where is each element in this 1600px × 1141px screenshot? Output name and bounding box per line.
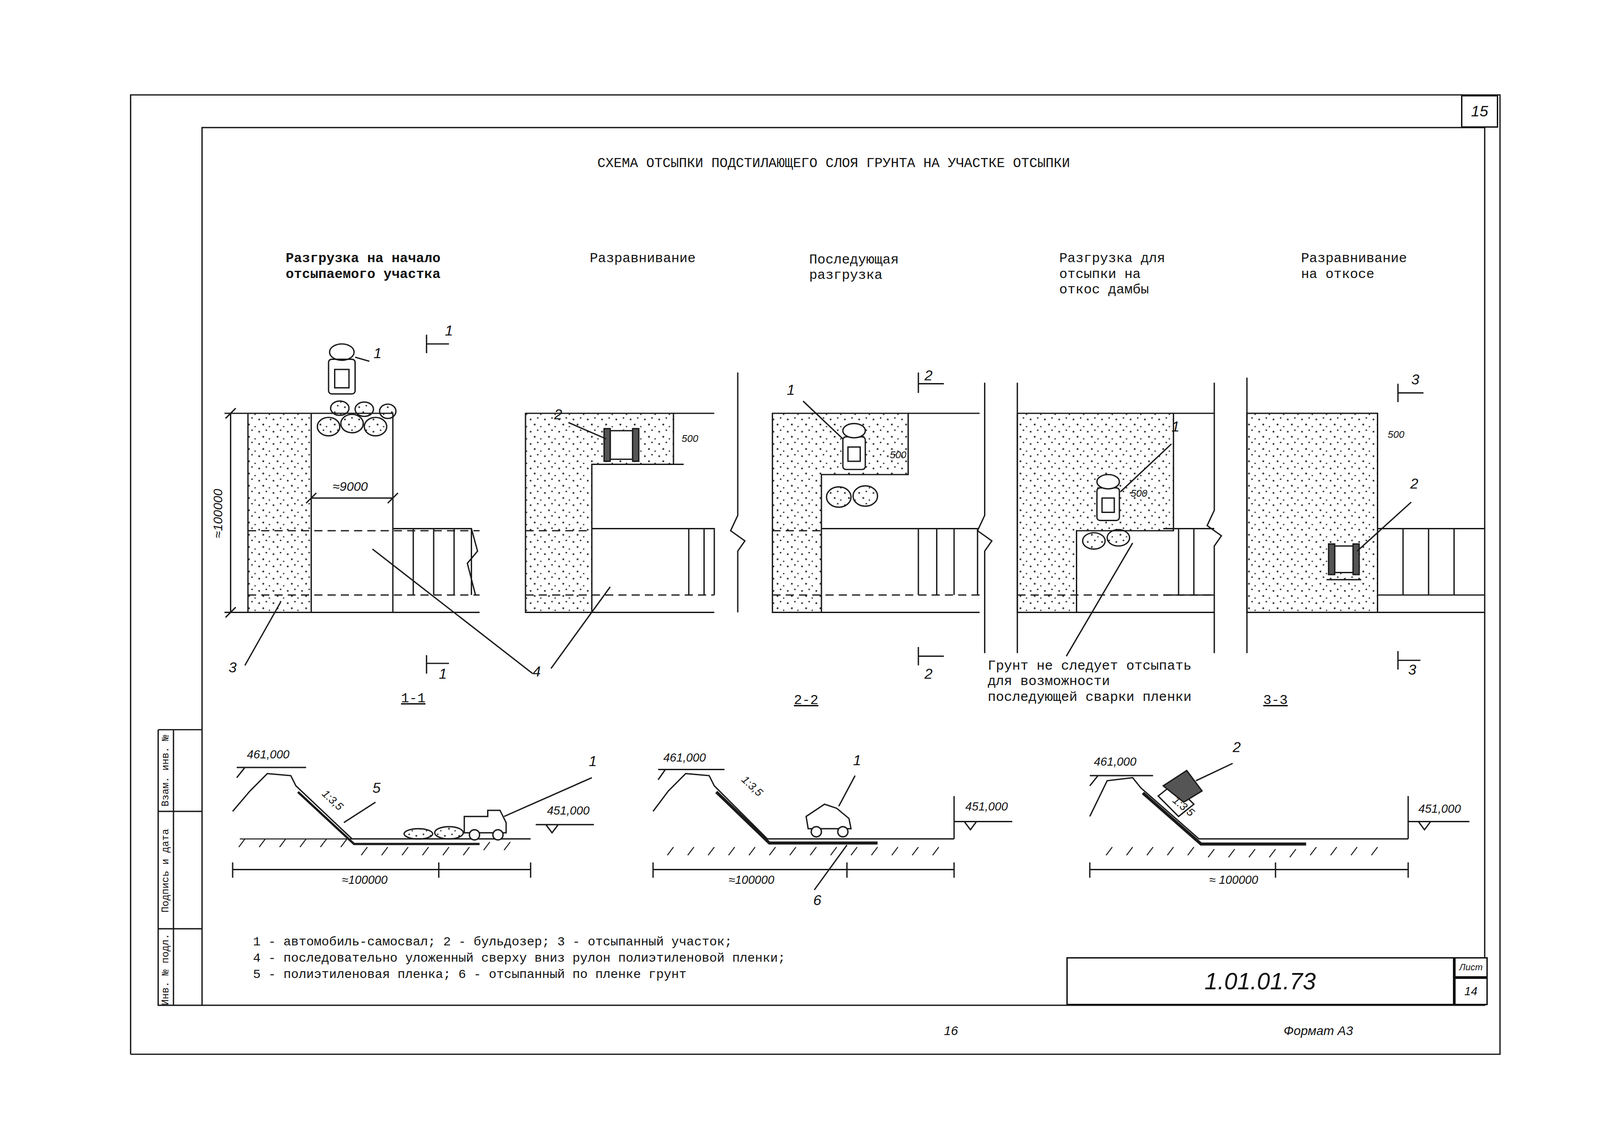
section-mark: 2 [924, 367, 933, 384]
callout-number: 1 [786, 381, 795, 399]
callout-number: 1 [373, 344, 382, 362]
step-heading: Разравнивание на откосе [1300, 250, 1416, 282]
strip-label: Подпись и дата [160, 828, 172, 913]
stamp-text: 1.01.01.73 [1204, 967, 1316, 995]
section-mark: 1 [444, 322, 454, 340]
elevation: 461,000 [247, 747, 290, 762]
section-mark: 3 [1411, 371, 1420, 388]
callout-number: 4 [532, 663, 541, 680]
dimension: ≈100000 [341, 873, 388, 887]
section-title: 2-2 [793, 692, 819, 709]
drawing-code-box: 1.01.01.73 [1066, 956, 1455, 1005]
stamp-text: 14 [1464, 983, 1478, 999]
elevation: 461,000 [1093, 754, 1137, 769]
sheet-label-cell: Лист [1454, 956, 1488, 978]
callout-number: 2 [1410, 475, 1419, 492]
dimension: 500 [1130, 487, 1148, 499]
callout-number: 1 [1171, 418, 1180, 435]
step-heading: Последующая разгрузка [809, 252, 922, 284]
side-strip [157, 729, 202, 1006]
section-mark: 2 [924, 665, 933, 683]
sheet-number-box: 15 [1461, 95, 1498, 128]
legend-line: 4 - последовательно уложенный сверху вни… [253, 950, 786, 966]
callout-number: 2 [1232, 738, 1241, 756]
outer-frame [130, 95, 1500, 1055]
step-heading: Разгрузка для отсыпки на откос дамбы [1059, 250, 1180, 298]
elevation: 451,000 [1418, 802, 1462, 816]
dimension: 500 [889, 448, 907, 461]
callout-number: 6 [813, 891, 822, 909]
legend-line: 5 - полиэтиленовая пленка; 6 - отсыпанны… [253, 967, 687, 982]
strip-label: Инв. № подл. [160, 933, 172, 1005]
dimension: ≈9000 [332, 479, 368, 494]
stamp-text: 15 [1471, 102, 1489, 120]
callout-number: 1 [853, 751, 862, 769]
elevation: 451,000 [546, 803, 590, 818]
step-heading: Разравнивание [589, 250, 696, 267]
section-mark: 1 [438, 665, 447, 683]
page-number: 16 [943, 1023, 958, 1038]
section-mark: 3 [1408, 661, 1417, 679]
stamp-text: Лист [1459, 961, 1483, 973]
elevation: 461,000 [663, 750, 706, 765]
dimension: ≈100000 [728, 873, 775, 887]
sheet-title: СХЕМА ОТСЫПКИ ПОДСТИЛАЮЩЕГО СЛОЯ ГРУНТА … [597, 155, 1070, 172]
callout-number: 5 [372, 779, 381, 797]
strip-label: Взам. инв. № [160, 734, 172, 807]
dimension: ≈ 100000 [1209, 873, 1259, 887]
dimension: 500 [1387, 428, 1405, 440]
section-title: 3-3 [1263, 692, 1288, 709]
dimension: ≈100000 [210, 488, 226, 538]
callout-number: 2 [554, 405, 563, 423]
callout-number: 3 [228, 659, 237, 676]
section-title: 1-1 [401, 690, 426, 707]
callout-number: 1 [588, 752, 598, 770]
step-heading: Разгрузка на начало отсыпаемого участка [285, 250, 459, 282]
sheet-number-cell: 14 [1454, 977, 1488, 1005]
elevation: 451,000 [965, 799, 1008, 814]
sheet-format: Формат А3 [1283, 1023, 1353, 1038]
note: Грунт не следует отсыпать для возможност… [987, 658, 1197, 706]
slope-ratio: 1:3,5 [319, 787, 346, 813]
dimension: 500 [681, 432, 699, 445]
legend-line: 1 - автомобиль-самосвал; 2 - бульдозер; … [253, 934, 733, 950]
slope-ratio: 1:3,5 [739, 772, 766, 799]
inner-frame [201, 127, 1485, 1005]
